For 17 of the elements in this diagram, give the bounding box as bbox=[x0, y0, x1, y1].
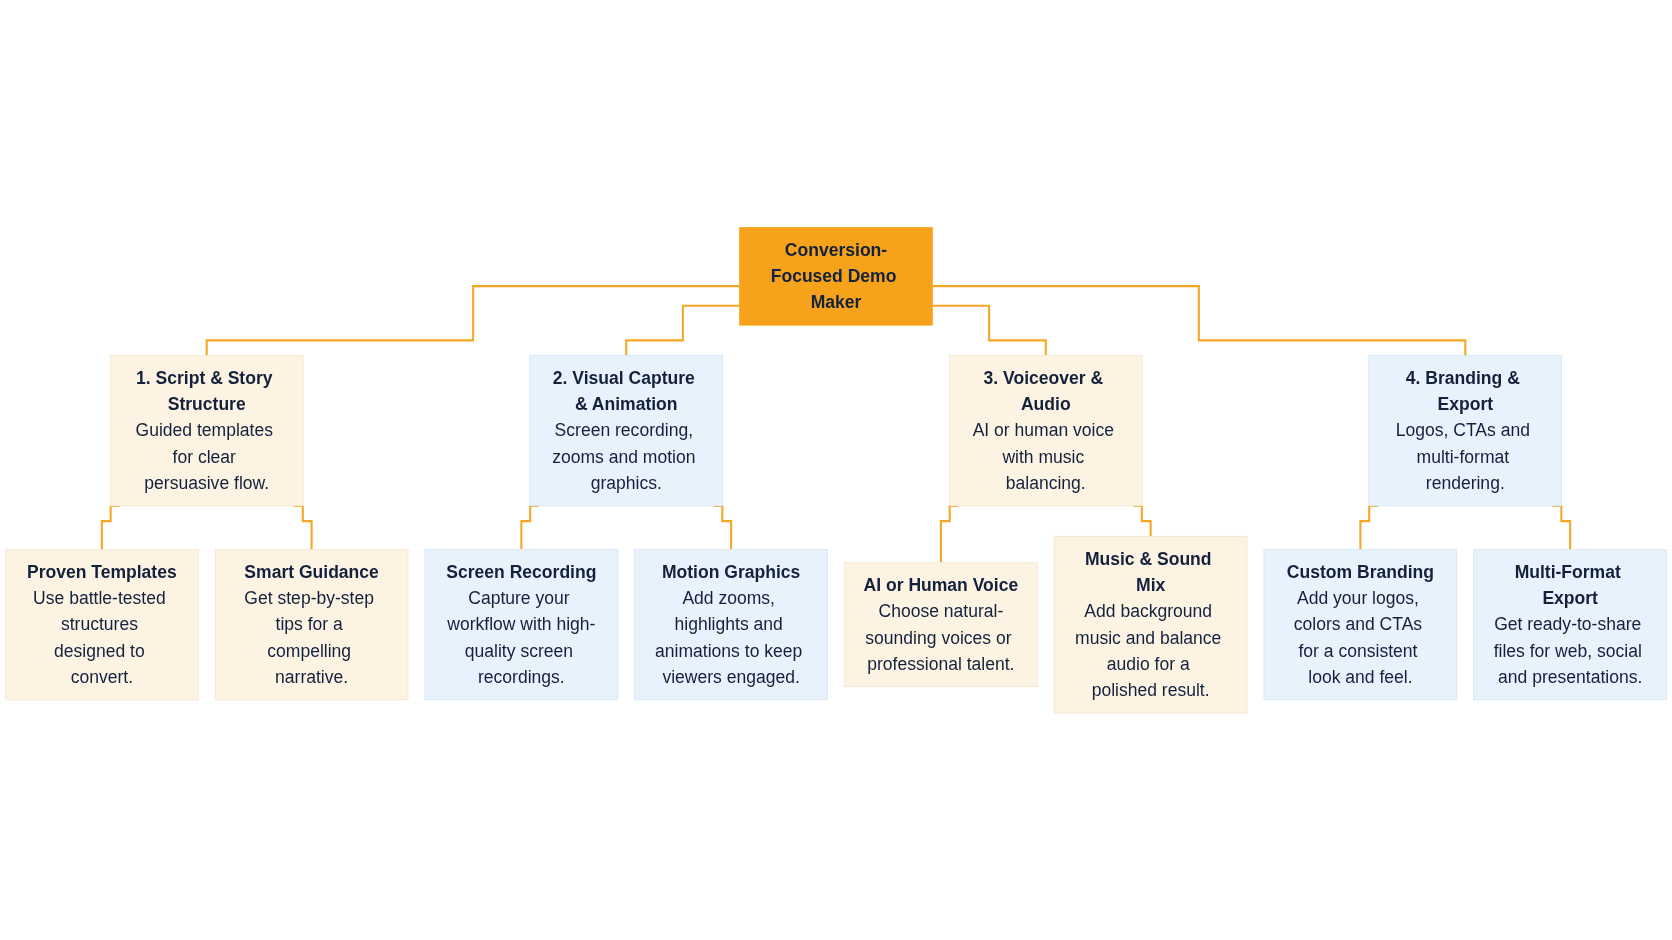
connector bbox=[625, 304, 740, 357]
node-box: Conversion-Focused Demo Maker bbox=[739, 226, 933, 326]
node-box: 2. Visual Capture & Animation Screen recording, zooms and motion graphics. bbox=[529, 355, 724, 507]
node-box: 1. Script & Story Structure Guided templates for clear persuasive flow. bbox=[109, 355, 304, 507]
connector bbox=[205, 284, 740, 357]
node-box: Music & Sound Mix Add background music and balance audio for a polished result. bbox=[1053, 535, 1248, 714]
node-box: AI or Human Voice Choose natural-sounding voices or professional talent. bbox=[844, 562, 1038, 687]
node-box: 3. Voiceover & Audio AI or human voice with music balancing. bbox=[948, 355, 1143, 507]
node-box: Multi-Format Export Get ready-to-share files for web, social and presentations. bbox=[1473, 548, 1667, 700]
connector bbox=[932, 284, 1467, 357]
node-box: Proven Templates Use battle-tested structures designed to convert. bbox=[5, 548, 199, 700]
connector bbox=[932, 304, 1047, 357]
node-box: Custom Branding Add your logos, colors and CTAs for a consistent look and feel. bbox=[1263, 548, 1458, 700]
node-box: Motion Graphics Add zooms, highlights and animations to keep viewers engaged. bbox=[634, 548, 828, 700]
node-box: Screen Recording Capture your workflow with high-quality screen recordings. bbox=[424, 548, 619, 700]
node-box: 4. Branding & Export Logos, CTAs and multi-format rendering. bbox=[1368, 355, 1563, 507]
node-box: Smart Guidance Get step-by-step tips for a compelling narrative. bbox=[214, 548, 409, 700]
